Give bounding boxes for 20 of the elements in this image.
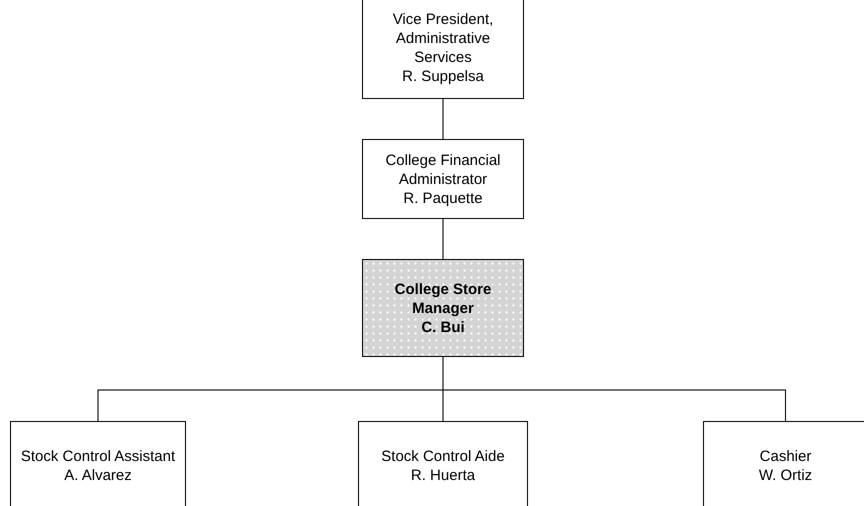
person-name: W. Ortiz: [758, 466, 812, 485]
connector-line: [442, 98, 444, 140]
person-name: R. Huerta: [410, 466, 476, 485]
person-name: R. Suppelsa: [402, 66, 484, 86]
job-title: Stock Control Aide: [381, 447, 505, 466]
person-name: R. Paquette: [403, 188, 483, 208]
org-chart-box: [10, 421, 186, 506]
job-title: College Store Manager: [394, 280, 492, 318]
org-chart-box: [703, 421, 864, 506]
job-title: Vice President, Administrative Services: [392, 10, 494, 66]
org-chart-box: [362, 0, 524, 99]
person-name: A. Alvarez: [64, 466, 132, 485]
connector-line: [442, 218, 444, 260]
org-chart-box: [358, 421, 528, 506]
job-title: Stock Control Assistant: [20, 447, 176, 466]
person-name: C. Bui: [421, 318, 465, 336]
job-title: Cashier: [760, 447, 812, 466]
org-chart-box: [362, 139, 524, 219]
job-title: College Financial Administrator: [384, 150, 502, 188]
org-chart-box: [362, 259, 524, 357]
